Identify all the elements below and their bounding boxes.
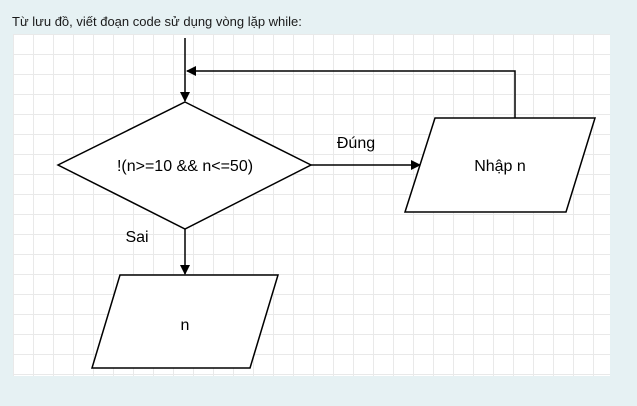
- input-box-label: Nhập n: [474, 158, 526, 175]
- decision-condition: !(n>=10 && n<=50): [117, 158, 253, 175]
- flowchart-diagram: !(n>=10 && n<=50) Đúng Nhập n Sai n: [56, 38, 597, 369]
- true-branch-label: Đúng: [337, 135, 375, 152]
- false-branch-label: Sai: [125, 229, 148, 246]
- input-parallelogram: [403, 117, 597, 213]
- flowchart-canvas: !(n>=10 && n<=50) Đúng Nhập n Sai n: [13, 34, 610, 376]
- output-parallelogram: [90, 274, 280, 369]
- exercise-prompt: Từ lưu đồ, viết đoạn code sử dụng vòng l…: [12, 14, 302, 29]
- loop-back-arrow: [186, 66, 516, 118]
- output-box-label: n: [181, 317, 190, 334]
